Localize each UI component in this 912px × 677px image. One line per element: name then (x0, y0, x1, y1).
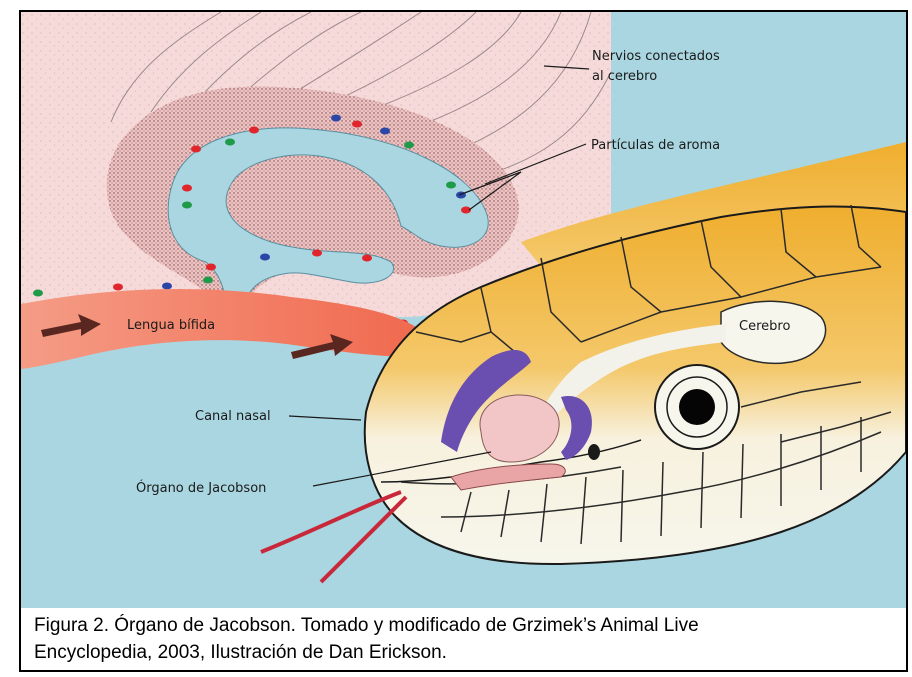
particle-blue (162, 283, 172, 290)
particle-green (33, 290, 43, 297)
particle-red (249, 127, 259, 134)
label-nasal-canal: Canal nasal (195, 409, 271, 424)
figure-caption: Figura 2. Órgano de Jacobson. Tomado y m… (34, 612, 896, 666)
label-brain: Cerebro (739, 319, 790, 334)
particle-red (352, 121, 362, 128)
particle-blue (331, 115, 341, 122)
particle-red (191, 146, 201, 153)
particle-green (203, 277, 213, 284)
particle-red (312, 250, 322, 257)
caption-line2: Encyclopedia, 2003, Ilustración de Dan E… (34, 642, 447, 663)
particle-red (362, 255, 372, 262)
particle-red (182, 185, 192, 192)
particle-green (225, 139, 235, 146)
particle-green (404, 142, 414, 149)
caption-line1: Figura 2. Órgano de Jacobson. Tomado y m… (34, 615, 699, 636)
label-scent-particles: Partículas de aroma (591, 138, 720, 153)
particle-green (446, 182, 456, 189)
eye-pupil (679, 389, 715, 425)
particle-green (182, 202, 192, 209)
label-nerves-line2: al cerebro (592, 69, 657, 84)
jacobson-organ-illustration: Nervios conectados al cerebro Partículas… (21, 12, 906, 608)
label-forked-tongue: Lengua bífida (127, 318, 215, 333)
label-nerves-line1: Nervios conectados (592, 49, 720, 64)
particle-blue (380, 128, 390, 135)
particle-blue (260, 254, 270, 261)
label-jacobson-organ: Órgano de Jacobson (136, 480, 266, 496)
particle-red (206, 264, 216, 271)
particle-red (113, 284, 123, 291)
